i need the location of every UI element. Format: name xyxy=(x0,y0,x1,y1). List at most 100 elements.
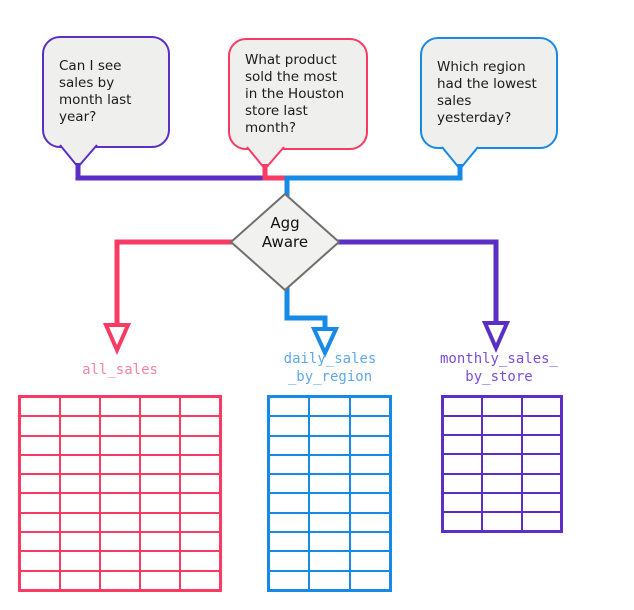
table-cell xyxy=(21,417,59,435)
connector-question-1-to-diamond xyxy=(75,163,268,181)
table-cell xyxy=(310,513,349,532)
table-daily-sales-by-region xyxy=(267,395,392,592)
table-cell xyxy=(101,533,139,551)
table-cell xyxy=(522,493,560,511)
table-cell xyxy=(21,398,59,416)
table-cell xyxy=(181,571,219,589)
table-cell xyxy=(522,436,560,454)
table-cell xyxy=(310,417,349,435)
connector-question-3-to-diamond xyxy=(284,164,463,200)
table-cell xyxy=(61,533,99,551)
table-cell xyxy=(181,552,219,570)
table-cell xyxy=(444,512,482,530)
table-cell xyxy=(350,552,389,570)
table-cell xyxy=(141,398,179,416)
table-monthly-sales-by-store xyxy=(441,395,563,533)
table-cell xyxy=(444,417,482,435)
table-cell xyxy=(141,417,179,435)
table-cell xyxy=(350,455,389,474)
table-cell xyxy=(21,533,59,551)
table-cell xyxy=(21,571,59,589)
table-cell xyxy=(270,455,309,474)
table-cell xyxy=(350,513,389,532)
table-cell xyxy=(21,475,59,493)
table-cell xyxy=(444,493,482,511)
table-cell xyxy=(181,436,219,454)
table-cell xyxy=(310,552,349,570)
table-cell xyxy=(141,455,179,474)
table-cell xyxy=(181,533,219,551)
connector-question-2-to-diamond xyxy=(262,164,290,181)
speech-bubble-question-1: Can I see sales by month last year? xyxy=(42,36,170,148)
table-cell xyxy=(101,494,139,512)
table-cell xyxy=(61,552,99,570)
table-cell xyxy=(181,417,219,435)
table-cell xyxy=(101,571,139,589)
table-cell xyxy=(310,436,349,454)
table-cell xyxy=(61,398,99,416)
question-1-text: Can I see sales by month last year? xyxy=(59,58,132,125)
table-cell xyxy=(21,455,59,474)
table-cell xyxy=(310,571,349,589)
table-cell xyxy=(522,398,560,416)
bubble-tail-question-2 xyxy=(246,146,285,171)
table-cell xyxy=(141,552,179,570)
table-cell xyxy=(310,398,349,416)
connector-diamond-to-all-sales xyxy=(114,239,240,325)
table-cell xyxy=(350,417,389,435)
table-cell xyxy=(21,436,59,454)
table-cell xyxy=(270,417,309,435)
question-3-text: Which region had the lowest sales yester… xyxy=(437,59,537,126)
table-cell xyxy=(483,398,521,416)
table-cell xyxy=(141,571,179,589)
table-cell xyxy=(101,436,139,454)
table-cell xyxy=(444,455,482,473)
table-cell xyxy=(101,552,139,570)
table-cell xyxy=(350,436,389,454)
table-cell xyxy=(61,494,99,512)
table-cell xyxy=(141,513,179,532)
arrowhead-monthly-sales xyxy=(481,321,511,353)
table-cell xyxy=(270,533,309,551)
table-cell xyxy=(181,475,219,493)
table-cell xyxy=(350,475,389,493)
table-cell xyxy=(350,398,389,416)
table-cell xyxy=(21,552,59,570)
table-cell xyxy=(522,455,560,473)
table-cell xyxy=(483,436,521,454)
table-cell xyxy=(141,475,179,493)
table-cell xyxy=(522,474,560,492)
table-cell xyxy=(444,436,482,454)
table-label-daily-sales-by-region: daily_sales _by_region xyxy=(283,351,377,385)
bubble-tail-question-1 xyxy=(59,144,98,169)
connector-diamond-to-daily-sales xyxy=(284,284,328,329)
table-cell xyxy=(483,493,521,511)
table-cell xyxy=(522,512,560,530)
table-cell xyxy=(21,494,59,512)
table-cell xyxy=(61,455,99,474)
table-cell xyxy=(270,398,309,416)
table-cell xyxy=(181,455,219,474)
table-cell xyxy=(310,475,349,493)
table-cell xyxy=(181,513,219,532)
table-cell xyxy=(483,417,521,435)
speech-bubble-question-2: What product sold the most in the Housto… xyxy=(228,38,368,150)
speech-bubble-question-3: Which region had the lowest sales yester… xyxy=(420,37,558,149)
table-cell xyxy=(270,513,309,532)
table-cell xyxy=(522,417,560,435)
table-cell xyxy=(483,512,521,530)
table-cell xyxy=(270,552,309,570)
arrowhead-all-sales xyxy=(102,323,132,355)
table-cell xyxy=(141,533,179,551)
table-cell xyxy=(61,513,99,532)
table-cell xyxy=(350,533,389,551)
connector-diamond-to-monthly-sales xyxy=(330,239,499,323)
table-cell xyxy=(483,455,521,473)
table-cell xyxy=(101,475,139,493)
table-cell xyxy=(141,494,179,512)
table-cell xyxy=(483,474,521,492)
table-cell xyxy=(101,513,139,532)
table-cell xyxy=(310,494,349,512)
table-cell xyxy=(270,494,309,512)
